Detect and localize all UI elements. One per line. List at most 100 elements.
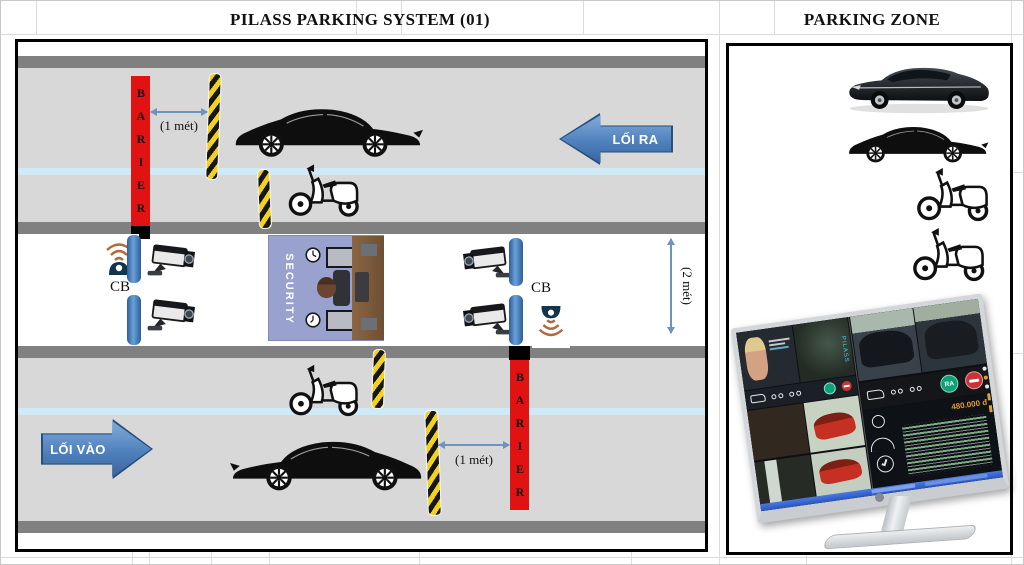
barrier-label: BARIER	[513, 370, 527, 508]
gridline	[36, 1, 37, 34]
gridline	[719, 1, 720, 564]
gridline	[419, 546, 420, 564]
scooter-icon	[917, 166, 989, 222]
exit-arrow-label: LỐI RA	[612, 131, 659, 147]
red-car	[811, 408, 857, 442]
barrier-label: BARIER	[134, 86, 148, 224]
bicycle-icon-small	[789, 390, 802, 398]
camera-pole	[127, 295, 141, 345]
car-icon-small	[866, 388, 885, 400]
clock-icon	[305, 247, 321, 263]
gridline	[269, 546, 270, 564]
bicycle-icon-small	[909, 385, 922, 393]
gridline	[211, 546, 212, 564]
red-car	[817, 455, 863, 487]
lane-divider	[18, 168, 705, 175]
camera-pole	[127, 235, 141, 283]
deny-badge	[841, 380, 853, 393]
lane-divider	[18, 408, 705, 415]
face-photo	[742, 335, 770, 382]
entry-arrow-label: LỐI VÀO	[50, 441, 106, 457]
car-silhouette-icon	[837, 116, 997, 166]
road-edge	[18, 222, 705, 234]
camera-pole	[509, 238, 523, 286]
ra-badge: RA	[939, 373, 960, 394]
camera-pole	[509, 295, 523, 345]
clock-icon	[305, 312, 321, 328]
distance-arrow-2m	[667, 238, 675, 334]
car-icon-entry	[230, 422, 426, 500]
cctv-camera-icon	[461, 303, 512, 336]
no-entry-badge	[963, 370, 985, 391]
gridline	[1009, 172, 1023, 173]
exit-arrow: LỐI RA	[559, 113, 673, 165]
gridline	[806, 546, 807, 564]
security-booth: SECURITY	[268, 235, 384, 341]
distance-label-1m-top: (1 mét)	[160, 118, 198, 133]
gridline	[356, 1, 357, 34]
page-title: PILASS PARKING SYSTEM (01)	[230, 10, 490, 29]
gridline	[401, 1, 402, 34]
hp-logo	[875, 493, 884, 502]
barrier-base	[509, 346, 530, 360]
scooter-icon	[913, 226, 985, 282]
gridline	[774, 1, 775, 34]
gridline	[1, 34, 1023, 35]
car-photo	[848, 67, 990, 114]
car-icon-exit	[231, 94, 423, 162]
road-edge	[18, 521, 705, 533]
cctv-camera-icon	[146, 299, 197, 332]
guard-head	[317, 277, 336, 298]
gridline	[631, 546, 632, 564]
bollard-icon	[370, 348, 387, 410]
road-edge	[18, 346, 705, 358]
gridline	[1, 557, 1023, 558]
allow-badge	[823, 381, 837, 396]
guard-sketch	[871, 413, 887, 429]
monitor-on-desk	[326, 310, 354, 331]
road-edge	[18, 56, 705, 68]
guard-body	[333, 270, 350, 306]
feed-text-lines	[768, 336, 791, 353]
monitor-screen: PILASS RA 480.000 đ	[730, 293, 1010, 524]
camera-feed-car	[913, 298, 987, 373]
parking-fee: 480.000 đ	[950, 397, 988, 412]
barrier-entry: BARIER	[510, 360, 529, 510]
desk-equipment	[361, 318, 377, 330]
gridline	[583, 1, 584, 34]
cctv-camera-icon	[146, 244, 197, 277]
scooter-icon-entry	[289, 363, 359, 417]
distance-label-1m-bottom: (1 mét)	[455, 452, 493, 467]
scooter-icon-exit	[288, 162, 359, 217]
control-box-label: CB	[110, 279, 131, 295]
distance-arrow-1m-bottom	[438, 441, 510, 449]
security-label: SECURITY	[283, 253, 295, 325]
desk-equipment	[355, 272, 369, 302]
surveillance-monitor: PILASS RA 480.000 đ	[730, 293, 1010, 550]
entry-arrow: LỐI VÀO	[41, 419, 153, 479]
barrier-exit: BARIER	[131, 76, 150, 226]
bollard-icon	[256, 168, 273, 230]
clock-sketch	[875, 454, 896, 474]
distance-arrow-1m-top	[150, 108, 208, 116]
parking-zone-title: PARKING ZONE	[803, 10, 941, 29]
gridline	[1009, 353, 1023, 354]
log-table	[901, 413, 994, 476]
gridline	[149, 546, 150, 564]
guard-sketch-shoulders	[869, 435, 896, 453]
parking-diagram-panel: BARIER (1 mét) LỐI RA CB SECURITY	[15, 39, 708, 552]
camera-feed	[747, 403, 810, 461]
camera-feed-red-car	[803, 395, 866, 453]
camera-feed-car	[849, 308, 922, 382]
distance-label-2m: (2 mét)	[680, 267, 695, 305]
monitor-on-desk	[326, 247, 354, 268]
desk-equipment	[361, 244, 377, 256]
parking-zone-panel: PILASS RA 480.000 đ	[726, 43, 1013, 555]
car-icon-small	[750, 393, 767, 404]
motorbike-icon-small	[890, 387, 903, 395]
gridline	[132, 546, 133, 564]
motorbike-icon-small	[771, 392, 784, 400]
camera-feed-face	[736, 325, 800, 390]
loop-sensor-icon	[532, 302, 570, 348]
